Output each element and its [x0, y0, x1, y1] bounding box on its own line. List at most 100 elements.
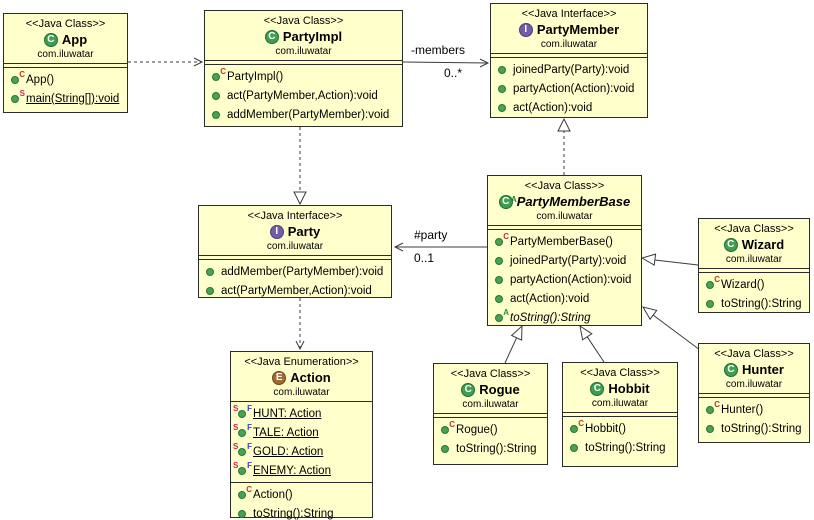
method-row[interactable]: toString():String — [434, 439, 547, 458]
class-icon: C — [590, 381, 605, 396]
generalization-hunter-to-partymemberbase[interactable] — [641, 306, 701, 351]
method-row[interactable]: joinedParty(Party):void — [488, 251, 641, 270]
methods-compartment: C Hobbit() toString():String — [563, 417, 677, 457]
association-partymemberbase-to-party[interactable] — [393, 242, 487, 252]
methods-compartment: C Rogue() toString():String — [434, 418, 547, 458]
public-method-icon — [568, 441, 581, 454]
method-row[interactable]: addMember(PartyMember):void — [199, 262, 391, 281]
association-multiplicity-members[interactable]: 0..* — [444, 66, 463, 80]
class-name: Party — [287, 224, 321, 239]
empty-fields-compartment — [434, 413, 547, 418]
methods-compartment: C Wizard() toString():String — [699, 273, 809, 313]
stereotype: <<Java Class>> — [524, 180, 605, 192]
method-row[interactable]: C Hobbit() — [563, 419, 677, 438]
method-row[interactable]: S main(String[]):void — [4, 89, 127, 108]
package-name: com.iluwatar — [273, 387, 330, 398]
generalization-wizard-to-partymemberbase[interactable] — [640, 253, 699, 266]
methods-compartment: C PartyImpl() act(PartyMember,Action):vo… — [205, 65, 402, 124]
dependency-app-to-partyimpl[interactable] — [128, 57, 204, 67]
class-icon: C — [461, 382, 476, 397]
method-row[interactable]: C Wizard() — [699, 275, 809, 294]
method-row[interactable]: partyAction(Action):void — [491, 79, 647, 98]
empty-fields-compartment — [563, 412, 677, 417]
public-method-icon — [204, 284, 217, 297]
method-row[interactable]: addMember(PartyMember):void — [205, 105, 402, 124]
generalization-hobbit-to-partymemberbase[interactable] — [579, 324, 605, 363]
public-method-icon — [236, 507, 249, 520]
stereotype: <<Java Enumeration>> — [244, 356, 359, 368]
interface-icon: I — [269, 224, 284, 239]
method-row[interactable]: toString():String — [699, 294, 809, 313]
constructor-icon: C — [9, 71, 25, 86]
public-method-icon — [210, 89, 223, 102]
method-row[interactable]: C App() — [4, 70, 127, 89]
empty-fields-compartment — [205, 60, 402, 65]
methods-compartment: C App() S main(String[]):void — [4, 68, 127, 108]
public-method-icon — [493, 254, 506, 267]
method-row[interactable]: partyAction(Action):void — [488, 270, 641, 289]
method-row[interactable]: joinedParty(Party):void — [491, 60, 647, 79]
method-row[interactable]: A toString():String — [488, 308, 641, 327]
class-icon: C — [43, 32, 58, 47]
method-row[interactable]: C Rogue() — [434, 420, 547, 439]
package-name: com.iluwatar — [536, 211, 593, 222]
dependency-party-to-action[interactable] — [295, 298, 305, 351]
method-row[interactable]: C Action() — [231, 485, 372, 504]
method-row[interactable]: act(PartyMember,Action):void — [199, 281, 391, 300]
package-name: com.iluwatar — [725, 254, 783, 265]
abstract-method-icon: A — [493, 309, 509, 324]
class-name: PartyImpl — [282, 29, 343, 44]
method-row[interactable]: act(PartyMember,Action):void — [205, 86, 402, 105]
stereotype: <<Java Class>> — [263, 15, 344, 27]
association-role-members[interactable]: -members — [411, 43, 466, 57]
method-row[interactable]: act(Action):void — [488, 289, 641, 308]
method-row[interactable]: toString():String — [231, 504, 372, 520]
empty-fields-compartment — [699, 268, 809, 273]
constructor-icon: C — [210, 68, 226, 83]
method-row[interactable]: C PartyImpl() — [205, 67, 402, 86]
public-method-icon — [204, 265, 217, 278]
method-row[interactable]: C Hunter() — [699, 400, 809, 419]
empty-fields-compartment — [199, 255, 391, 260]
stereotype: <<Java Interface>> — [521, 8, 617, 20]
method-row[interactable]: act(Action):void — [491, 98, 647, 117]
method-row[interactable]: toString():String — [699, 419, 809, 438]
constructor-icon: C — [704, 276, 720, 291]
method-row[interactable]: C PartyMemberBase() — [488, 232, 641, 251]
constructor-icon: C — [236, 486, 252, 501]
association-partyimpl-to-partymember[interactable] — [402, 58, 490, 68]
interface-icon: I — [518, 22, 533, 37]
static-method-icon: S — [9, 90, 25, 105]
public-method-icon — [496, 63, 509, 76]
method-row[interactable]: toString():String — [563, 438, 677, 457]
class-name: Action — [290, 370, 331, 385]
empty-fields-compartment — [491, 53, 647, 58]
methods-compartment: joinedParty(Party):void partyAction(Acti… — [491, 58, 647, 117]
constructor-icon: C — [704, 401, 720, 416]
association-role-party[interactable]: #party — [414, 228, 448, 242]
association-multiplicity-party[interactable]: 0..1 — [414, 251, 435, 265]
realization-partyimpl-to-party[interactable] — [293, 127, 307, 206]
realization-partymemberbase-to-partymember[interactable] — [557, 117, 571, 175]
stereotype: <<Java Interface>> — [247, 210, 343, 222]
package-name: com.iluwatar — [591, 398, 649, 409]
generalization-rogue-to-partymemberbase[interactable] — [504, 324, 523, 364]
